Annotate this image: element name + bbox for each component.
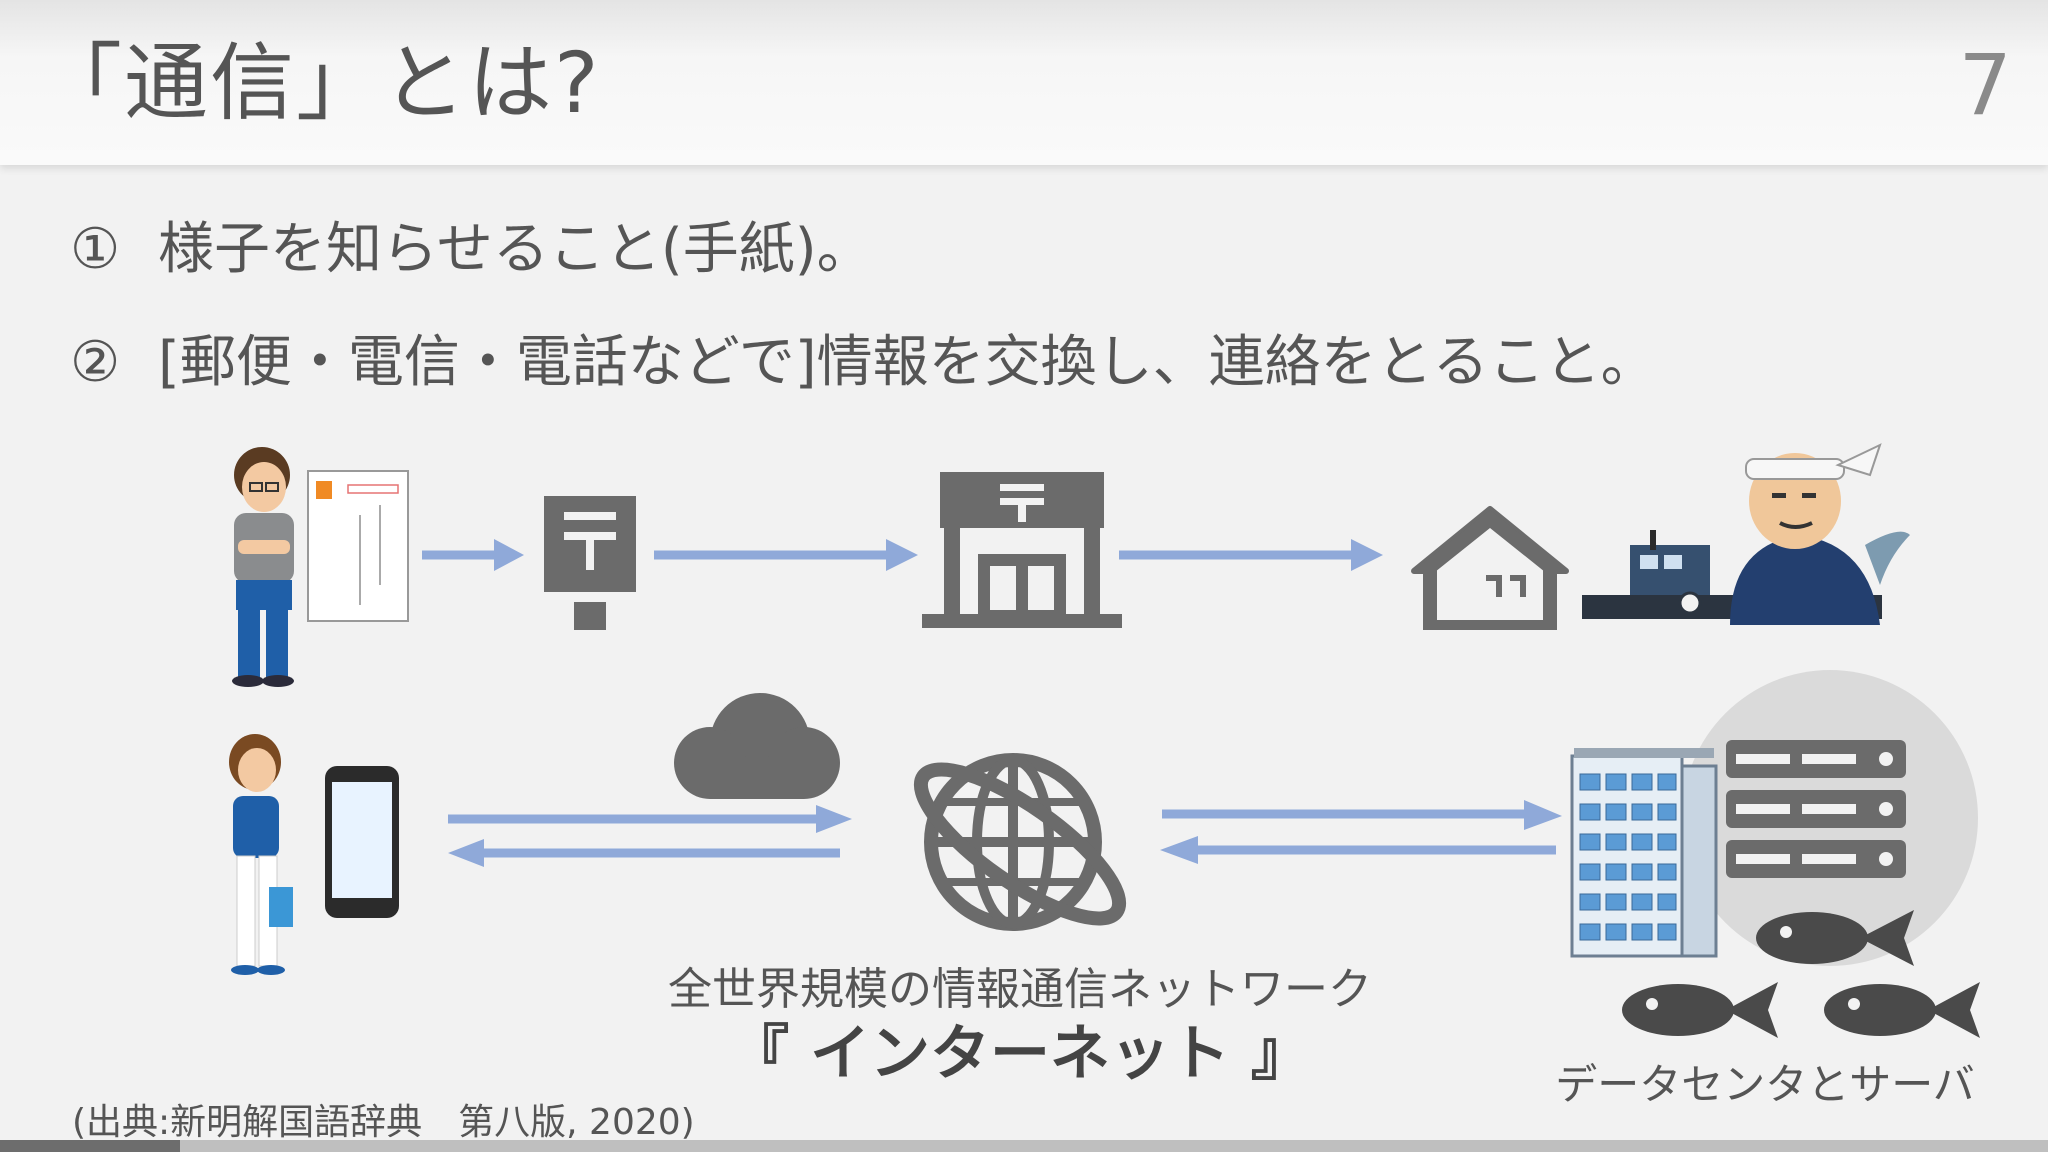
smartphone-icon bbox=[325, 766, 399, 918]
bidirectional-arrow-icon bbox=[448, 805, 852, 867]
progress-bar bbox=[0, 1140, 2048, 1152]
office-building-icon bbox=[1570, 748, 1718, 958]
arrow-right-icon bbox=[1119, 539, 1383, 571]
globe-internet-icon bbox=[913, 753, 1127, 931]
house-icon bbox=[1411, 506, 1569, 630]
fisherman-boat-illustration bbox=[1582, 443, 1910, 625]
page-number: 7 bbox=[1958, 36, 2012, 134]
definition-number: ② bbox=[70, 330, 121, 395]
definition-2: ② [郵便・電信・電話などで]情報を交換し、連絡をとること。 bbox=[70, 328, 1657, 398]
arrow-right-icon bbox=[422, 539, 524, 571]
server-rack-icon bbox=[1726, 740, 1906, 878]
cloud-icon bbox=[674, 693, 840, 799]
definition-1: ① 様子を知らせること(手紙)。 bbox=[70, 215, 873, 285]
fish-icon bbox=[1756, 910, 1914, 966]
woman-figure bbox=[229, 734, 293, 975]
bidirectional-arrow-icon bbox=[1160, 800, 1562, 864]
datacenter-label: データセンタとサーバ bbox=[1555, 1060, 1975, 1109]
definition-text: [郵便・電信・電話などで]情報を交換し、連絡をとること。 bbox=[158, 330, 1657, 395]
man-figure bbox=[232, 447, 294, 687]
arrow-right-icon bbox=[654, 539, 918, 571]
woman-with-smartphone-illustration bbox=[229, 734, 399, 975]
fish-icon bbox=[1622, 982, 1778, 1038]
datacenter-illustration bbox=[1570, 670, 1980, 1038]
letter-postcard-icon bbox=[307, 470, 409, 622]
fisherman-figure bbox=[1730, 443, 1910, 625]
slide-header: 「通信」とは? 7 bbox=[0, 0, 2048, 165]
mailbox-post-icon bbox=[544, 496, 636, 630]
man-with-letter-illustration bbox=[232, 447, 409, 687]
internet-label: 『 インターネット 』 bbox=[729, 1019, 1311, 1089]
definition-text: 様子を知らせること(手紙)。 bbox=[158, 217, 873, 282]
definition-number: ① bbox=[70, 217, 121, 282]
slide-title: 「通信」とは? bbox=[38, 34, 601, 132]
post-office-icon bbox=[922, 472, 1122, 628]
source-citation: (出典:新明解国語辞典 第八版, 2020) bbox=[72, 1102, 695, 1143]
fish-icon bbox=[1824, 982, 1980, 1038]
progress-bar-fill bbox=[0, 1140, 180, 1152]
network-caption: 全世界規模の情報通信ネットワーク bbox=[668, 964, 1372, 1015]
